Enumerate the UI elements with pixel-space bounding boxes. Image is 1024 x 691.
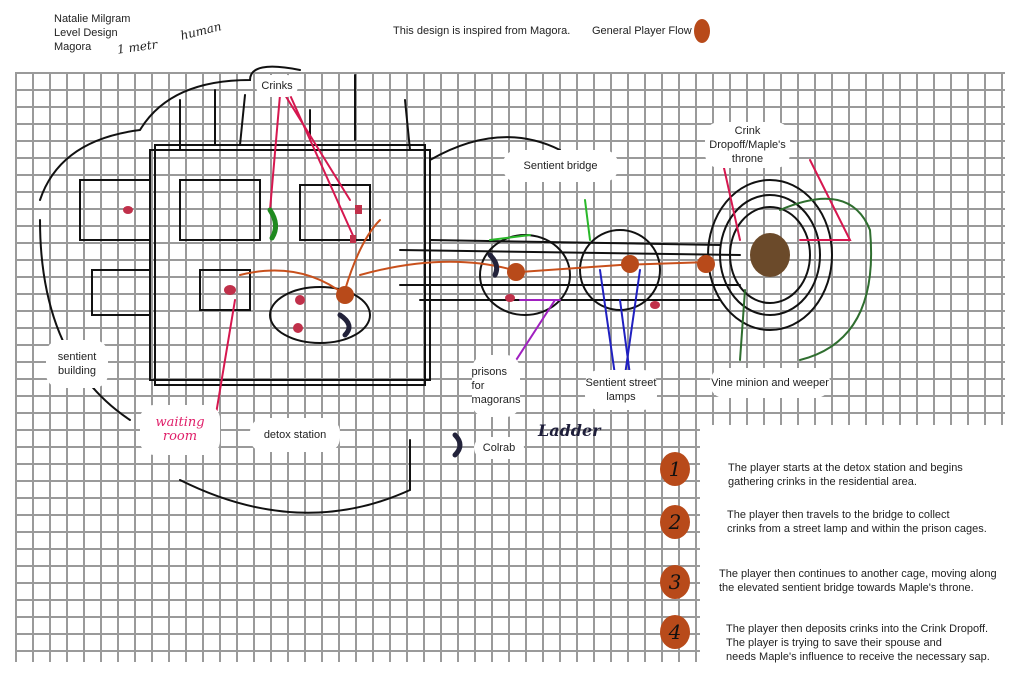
lamp-arrows bbox=[599, 269, 641, 376]
crink-arrows bbox=[209, 94, 852, 451]
label-waiting-room: waiting room bbox=[140, 405, 220, 455]
inspiration-note: This design is inspired from Magora. bbox=[393, 25, 571, 37]
label-sentient-bridge: Sentient bridge bbox=[503, 150, 618, 182]
building-outlines bbox=[39, 65, 833, 514]
legend-flow-marker bbox=[694, 19, 710, 43]
label-street-lamps: Sentient street lamps bbox=[585, 370, 657, 410]
step-4-text: The player then deposits crinks into the… bbox=[726, 622, 990, 664]
step-marker-4: 4 bbox=[660, 615, 690, 649]
player-flow-path bbox=[239, 219, 711, 296]
step-1-line: gathering crinks in the residential area… bbox=[728, 476, 917, 488]
author: Natalie Milgram bbox=[54, 13, 131, 25]
step-1-line: The player starts at the detox station a… bbox=[728, 462, 963, 474]
label-crinks: Crinks bbox=[256, 75, 298, 97]
step-2-text: The player then travels to the bridge to… bbox=[727, 508, 987, 536]
step-marker-3: 3 bbox=[660, 565, 690, 599]
notes-area bbox=[700, 425, 1024, 691]
label-prisons: prisons for magorans bbox=[472, 355, 520, 417]
subtitle: Level Design bbox=[54, 27, 118, 39]
step-2-line: The player then travels to the bridge to… bbox=[727, 509, 950, 521]
step-4-line: The player is trying to save their spous… bbox=[726, 637, 942, 649]
green-paths bbox=[489, 199, 591, 241]
step-4-line: The player then deposits crinks into the… bbox=[726, 623, 989, 635]
label-detox-station: detox station bbox=[250, 418, 340, 452]
step-1-text: The player starts at the detox station a… bbox=[728, 461, 963, 489]
crink-markers bbox=[123, 87, 660, 333]
maple-throne bbox=[750, 233, 790, 277]
label-crink-dropoff: Crink Dropoff/Maple's throne bbox=[705, 122, 790, 168]
colrab-marks bbox=[337, 252, 500, 458]
flow-markers bbox=[336, 255, 715, 304]
step-3-text: The player then continues to another cag… bbox=[719, 567, 997, 595]
project-name: Magora bbox=[54, 41, 92, 53]
step-3-line: The player then continues to another cag… bbox=[719, 568, 997, 580]
legend-label: General Player Flow bbox=[592, 25, 692, 37]
label-vine-minion: Vine minion and weeper bbox=[710, 368, 830, 398]
label-sentient-building: sentient building bbox=[46, 340, 108, 388]
step-4-line: needs Maple's influence to receive the n… bbox=[726, 651, 990, 663]
step-3-line: the elevated sentient bridge towards Map… bbox=[719, 582, 974, 594]
bottom-margin bbox=[0, 662, 1024, 691]
label-colrab: Colrab bbox=[474, 437, 524, 459]
vine-mark bbox=[267, 207, 278, 241]
step-marker-1: 1 bbox=[660, 452, 690, 486]
vine-lines bbox=[739, 197, 873, 361]
label-ladder: Ladder bbox=[538, 421, 601, 440]
step-marker-2: 2 bbox=[660, 505, 690, 539]
step-2-line: crinks from a street lamp and within the… bbox=[727, 523, 987, 535]
